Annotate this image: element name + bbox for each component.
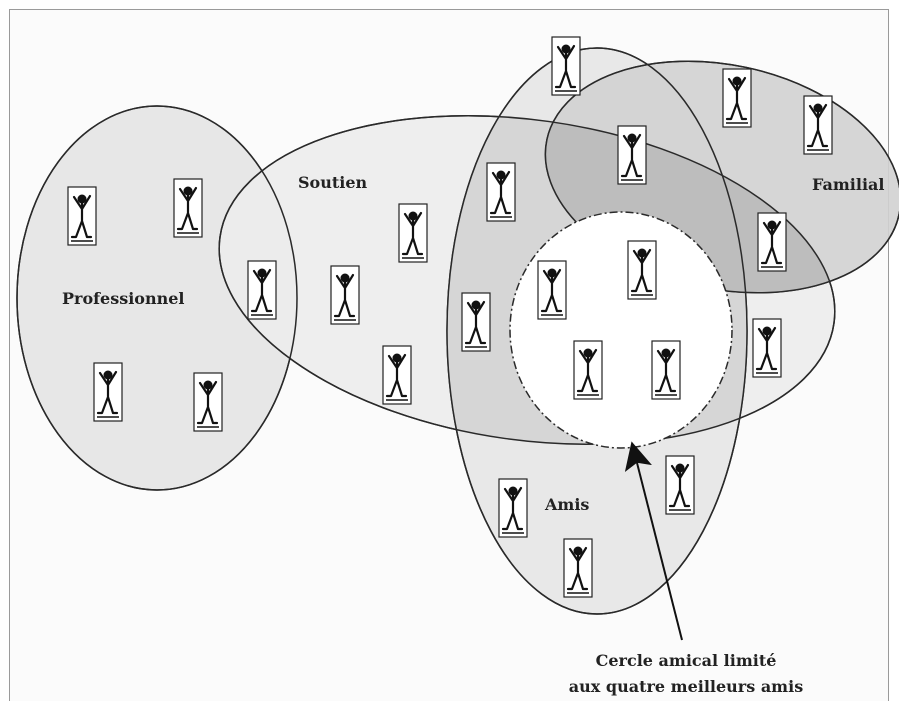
stick-figure-icon (93, 362, 123, 422)
annotation-line-1: Cercle amical limité (596, 651, 777, 670)
inner-friend-circle (509, 211, 733, 449)
annotation-line-2: aux quatre meilleurs amis (569, 677, 803, 696)
stick-figure-icon (627, 240, 657, 300)
label-professionnel: Professionnel (62, 289, 184, 308)
stick-figure-icon (722, 68, 752, 128)
label-familial: Familial (812, 175, 884, 194)
stick-figure-icon (803, 95, 833, 155)
label-amis: Amis (544, 495, 589, 514)
people-layer (67, 36, 833, 598)
stick-figure-icon (193, 372, 223, 432)
label-soutien: Soutien (298, 173, 368, 192)
annotation-arrow (624, 441, 683, 641)
stick-figure-icon (173, 178, 203, 238)
stick-figure-icon (537, 260, 567, 320)
stick-figure-icon (752, 318, 782, 378)
stick-figure-icon (665, 455, 695, 515)
stick-figure-icon (382, 345, 412, 405)
stick-figure-icon (563, 538, 593, 598)
stick-figure-icon (498, 478, 528, 538)
stick-figure-icon (757, 212, 787, 272)
stick-figure-icon (461, 292, 491, 352)
stick-figure-icon (651, 340, 681, 400)
stick-figure-icon (486, 162, 516, 222)
stick-figure-icon (573, 340, 603, 400)
stick-figure-icon (330, 265, 360, 325)
stick-figure-icon (67, 186, 97, 246)
stick-figure-icon (398, 203, 428, 263)
stick-figure-icon (247, 260, 277, 320)
stick-figure-icon (551, 36, 581, 96)
stick-figure-icon (617, 125, 647, 185)
